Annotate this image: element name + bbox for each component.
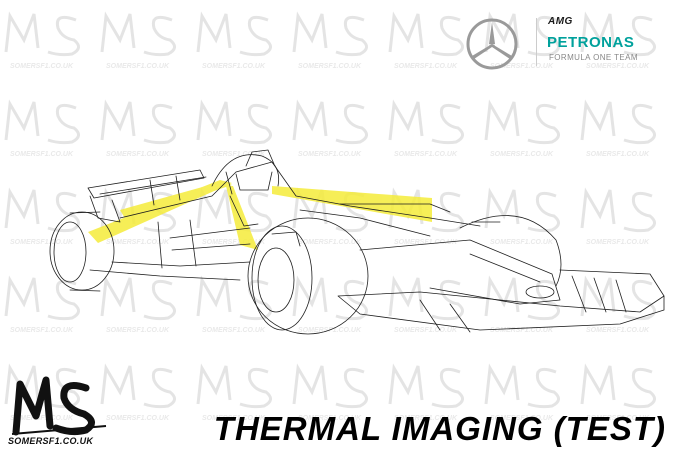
floor-edge [89, 269, 241, 281]
watermark-site: SOMERSF1.CO.UK [106, 63, 170, 70]
halo [211, 154, 280, 195]
watermark-ms-mark [388, 275, 464, 321]
watermark-site: SOMERSF1.CO.UK [10, 151, 74, 158]
watermark-site: SOMERSF1.CO.UK [202, 239, 266, 246]
watermark-site: SOMERSF1.CO.UK [394, 239, 458, 246]
watermark-ms-mark [292, 363, 368, 409]
watermark-site: SOMERSF1.CO.UK [106, 151, 170, 158]
watermark-ms-mark [100, 275, 176, 321]
watermark-site: SOMERSF1.CO.UK [394, 151, 458, 158]
watermark-site: SOMERSF1.CO.UK [586, 327, 650, 334]
watermark-ms-mark [4, 99, 80, 145]
team-subtitle: FORMULA ONE TEAM [549, 53, 638, 62]
watermark-site: SOMERSF1.CO.UK [298, 239, 362, 246]
watermark-site: SOMERSF1.CO.UK [10, 327, 74, 334]
nose-cone [359, 239, 561, 305]
watermark-site: SOMERSF1.CO.UK [10, 63, 74, 70]
watermark-site: SOMERSF1.CO.UK [10, 239, 74, 246]
watermark-site: SOMERSF1.CO.UK [106, 415, 170, 422]
watermark-site: SOMERSF1.CO.UK [298, 63, 362, 70]
watermark-ms-mark [388, 363, 464, 409]
watermark-ms-mark [100, 363, 176, 409]
watermark-ms-mark [196, 99, 272, 145]
watermark-ms-mark [388, 11, 464, 57]
watermark-site: SOMERSF1.CO.UK [394, 415, 458, 422]
thermal-beam-rear-upper [120, 181, 232, 220]
watermark-site: SOMERSF1.CO.UK [298, 415, 362, 422]
watermark-ms-mark [100, 99, 176, 145]
watermark-site: SOMERSF1.CO.UK [394, 63, 458, 70]
team-amg: AMG [548, 16, 573, 27]
watermark-site: SOMERSF1.CO.UK [586, 151, 650, 158]
watermark-site: SOMERSF1.CO.UK [586, 63, 650, 70]
watermark-site: SOMERSF1.CO.UK [586, 239, 650, 246]
watermark-ms-mark [292, 99, 368, 145]
watermark-ms-mark [580, 363, 656, 409]
watermark-ms-mark [484, 187, 560, 233]
watermark-ms-mark [4, 11, 80, 57]
watermark-site: SOMERSF1.CO.UK [490, 239, 554, 246]
rear-wing [87, 169, 207, 223]
watermark-site: SOMERSF1.CO.UK [490, 63, 554, 70]
watermark-site: SOMERSF1.CO.UK [202, 327, 266, 334]
watermark-ms-mark [100, 187, 176, 233]
watermark-site: SOMERSF1.CO.UK [202, 151, 266, 158]
watermark-site: SOMERSF1.CO.UK [586, 415, 650, 422]
front-wing [337, 269, 665, 333]
watermark-site: SOMERSF1.CO.UK [298, 151, 362, 158]
watermark-site: SOMERSF1.CO.UK [106, 327, 170, 334]
watermark-site: SOMERSF1.CO.UK [202, 63, 266, 70]
watermark-ms-mark [580, 275, 656, 321]
ms-logo [11, 376, 107, 436]
watermark-site: SOMERSF1.CO.UK [490, 415, 554, 422]
watermark-ms-mark [580, 187, 656, 233]
watermark-ms-mark [292, 275, 368, 321]
page-title: THERMAL IMAGING (TEST) [213, 410, 666, 447]
front-left-tyre [247, 217, 369, 335]
watermark-site: SOMERSF1.CO.UK [202, 415, 266, 422]
watermark-ms-mark [292, 11, 368, 57]
rear-left-tyre [49, 211, 115, 292]
watermark-site: SOMERSF1.CO.UK [10, 415, 74, 422]
front-right-tyre [459, 215, 562, 287]
watermark-ms-mark [484, 363, 560, 409]
team-name: PETRONAS [547, 34, 635, 51]
watermark-ms-mark [196, 187, 272, 233]
watermark-ms-mark [100, 11, 176, 57]
team-logo-divider [536, 18, 537, 66]
watermark-site: SOMERSF1.CO.UK [106, 239, 170, 246]
chassis [111, 149, 481, 269]
watermark-site: SOMERSF1.CO.UK [394, 327, 458, 334]
watermark-ms-mark [580, 99, 656, 145]
mercedes-star-logo [466, 18, 518, 70]
thermal-beams [88, 180, 432, 250]
watermark-ms-mark [580, 11, 656, 57]
brand-site: SOMERSF1.CO.UK [8, 436, 94, 446]
watermark-ms-mark [4, 187, 80, 233]
watermark-ms-mark [484, 11, 560, 57]
watermark-site: SOMERSF1.CO.UK [490, 151, 554, 158]
watermark-ms-mark [388, 99, 464, 145]
watermark-ms-mark [4, 275, 80, 321]
watermark-ms-mark [196, 11, 272, 57]
watermark-ms-mark [196, 363, 272, 409]
watermark-ms-mark [196, 275, 272, 321]
watermark-site: SOMERSF1.CO.UK [490, 327, 554, 334]
watermark-ms-mark [484, 275, 560, 321]
thermal-beam-sidepod [226, 186, 258, 250]
watermark-ms-mark [484, 99, 560, 145]
